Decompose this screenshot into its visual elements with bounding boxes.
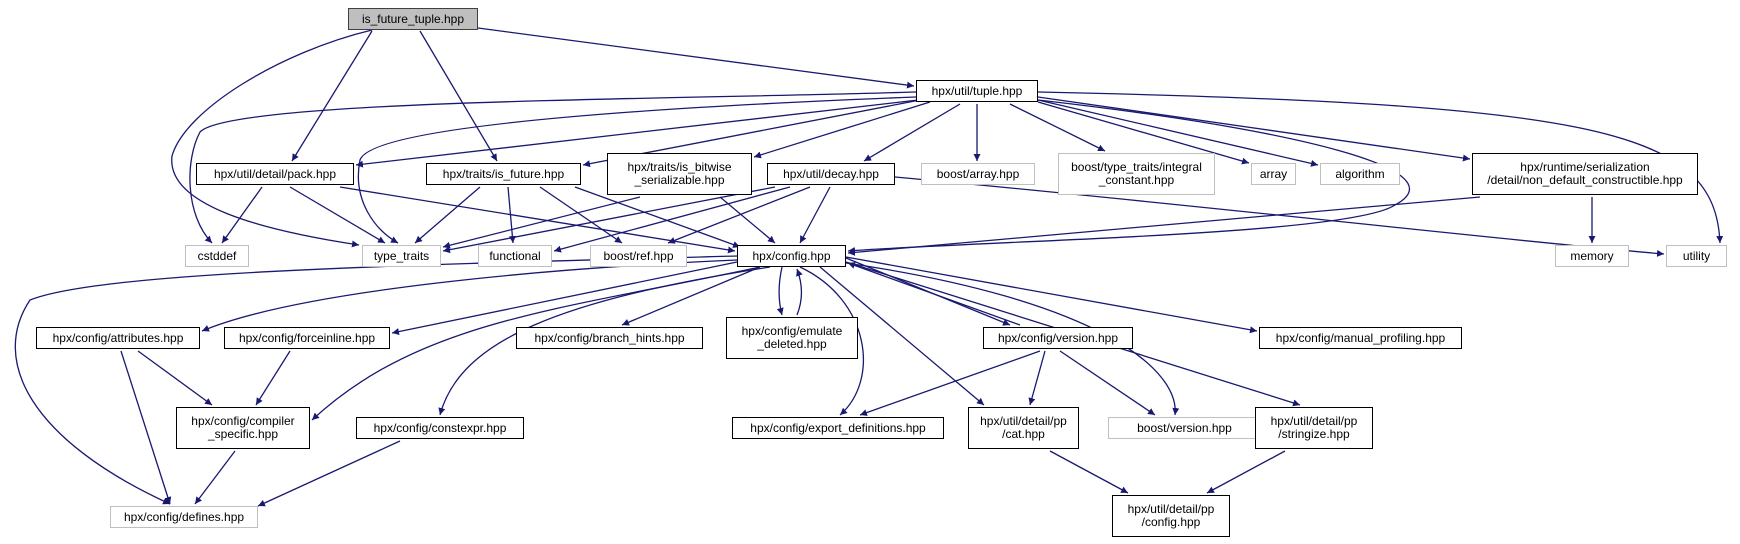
- node-config-forceinline[interactable]: hpx/config/forceinline.hpp: [224, 327, 390, 349]
- edge-is-bitwise-to-config: [719, 196, 776, 244]
- edge-decay-to-config: [799, 186, 831, 244]
- node-hpx-config[interactable]: hpx/config.hpp: [737, 245, 846, 267]
- edge-decay-to-functional: [553, 186, 791, 253]
- edge-config-to-constexpr: [438, 266, 771, 416]
- edge-tuple-to-utility: [1037, 91, 1724, 244]
- node-utility: utility: [1666, 245, 1727, 267]
- edge-tuple-to-cstddef: [189, 91, 917, 244]
- node-config-export-definitions[interactable]: hpx/config/export_definitions.hpp: [732, 417, 944, 439]
- edge-decay-to-boost-ref: [667, 186, 811, 244]
- node-traits-is-bitwise-serializable[interactable]: hpx/traits/is_bitwise _serializable.hpp: [607, 153, 752, 195]
- node-pp-stringize[interactable]: hpx/util/detail/pp /stringize.hpp: [1255, 407, 1373, 449]
- node-pp-cat[interactable]: hpx/util/detail/pp /cat.hpp: [968, 407, 1079, 449]
- edge-version-to-boost-version: [1059, 350, 1156, 416]
- edge-config-to-pp-cat: [819, 266, 985, 406]
- edge-tuple-to-non-default: [1037, 96, 1471, 162]
- node-pp-config[interactable]: hpx/util/detail/pp /config.hpp: [1112, 495, 1230, 537]
- edge-attributes-to-compiler-specific: [137, 350, 213, 406]
- edge-is-future-to-config: [574, 186, 741, 248]
- node-non-default-constructible[interactable]: hpx/runtime/serialization /detail/non_de…: [1472, 153, 1698, 195]
- node-traits-is-future[interactable]: hpx/traits/is_future.hpp: [426, 163, 581, 185]
- edge-pp-cat-to-pp-config: [1049, 450, 1129, 494]
- node-boost-integral-constant: boost/type_traits/integral _constant.hpp: [1058, 153, 1215, 195]
- edge-tuple-to-decay: [863, 103, 961, 162]
- edge-is-future-to-functional: [507, 186, 516, 244]
- node-config-version[interactable]: hpx/config/version.hpp: [983, 327, 1133, 349]
- edge-root-to-tuple: [477, 27, 915, 89]
- edge-root-to-pack: [291, 30, 373, 162]
- edge-decay-to-type-traits: [442, 186, 776, 254]
- edge-tuple-to-array: [1037, 101, 1250, 165]
- node-is-future-tuple[interactable]: is_future_tuple.hpp: [348, 8, 478, 30]
- node-type-traits: type_traits: [362, 245, 441, 267]
- edge-pp-stringize-to-pp-config: [1206, 450, 1286, 494]
- node-array: array: [1251, 163, 1296, 185]
- node-config-compiler-specific[interactable]: hpx/config/compiler _specific.hpp: [176, 407, 310, 449]
- edge-root-to-type-traits: [171, 29, 373, 248]
- node-boost-array: boost/array.hpp: [921, 163, 1035, 185]
- edge-root-to-is-future: [419, 30, 498, 162]
- edge-config-to-manual-profiling: [845, 256, 1258, 334]
- node-boost-version: boost/version.hpp: [1108, 417, 1261, 439]
- node-config-manual-profiling[interactable]: hpx/config/manual_profiling.hpp: [1259, 327, 1462, 349]
- node-util-detail-pack[interactable]: hpx/util/detail/pack.hpp: [196, 163, 354, 185]
- node-algorithm: algorithm: [1320, 163, 1400, 185]
- edge-compiler-specific-to-defines: [194, 450, 236, 505]
- edge-version-to-pp-cat: [1028, 350, 1046, 406]
- edge-constexpr-to-defines: [257, 440, 401, 507]
- edge-config-to-emulate-deleted: [776, 266, 784, 316]
- node-util-tuple[interactable]: hpx/util/tuple.hpp: [916, 80, 1038, 102]
- edge-config-to-forceinline: [391, 261, 738, 336]
- node-config-branch-hints[interactable]: hpx/config/branch_hints.hpp: [516, 327, 703, 349]
- edge-version-to-export-definitions: [859, 350, 1041, 416]
- edge-pack-to-type-traits: [289, 186, 386, 244]
- node-config-defines: hpx/config/defines.hpp: [110, 506, 258, 528]
- edges-layer: [14, 27, 1724, 507]
- edge-config-to-export-definitions: [799, 266, 865, 416]
- node-config-constexpr[interactable]: hpx/config/constexpr.hpp: [356, 417, 524, 439]
- edge-tuple-to-is-bitwise: [753, 101, 931, 159]
- node-boost-ref: boost/ref.hpp: [590, 245, 687, 267]
- edge-emulate-deleted-to-config: [796, 268, 803, 316]
- node-config-attributes[interactable]: hpx/config/attributes.hpp: [36, 327, 200, 349]
- edge-forceinline-to-compiler-specific: [255, 350, 291, 406]
- edge-config-to-branch-hints: [621, 266, 761, 326]
- edge-version-to-config: [847, 262, 1021, 326]
- edge-tuple-to-pack: [355, 99, 919, 168]
- edge-is-bitwise-to-type-traits: [442, 196, 641, 249]
- edge-pack-to-config: [339, 186, 736, 254]
- node-config-emulate-deleted[interactable]: hpx/config/emulate _deleted.hpp: [726, 317, 858, 359]
- edge-pack-to-cstddef: [221, 186, 263, 244]
- edge-attributes-to-defines: [120, 350, 172, 505]
- edge-is-future-to-boost-ref: [539, 186, 623, 244]
- edge-non-default-to-config: [847, 196, 1481, 256]
- node-cstddef: cstddef: [185, 245, 249, 267]
- node-memory: memory: [1555, 245, 1629, 267]
- edge-tuple-to-algorithm: [1037, 99, 1319, 167]
- node-util-decay[interactable]: hpx/util/decay.hpp: [767, 163, 895, 185]
- edge-is-future-to-type-traits: [414, 186, 481, 244]
- edge-tuple-to-type-traits: [357, 96, 917, 244]
- node-functional: functional: [478, 245, 552, 267]
- edge-tuple-to-integral-constant: [1009, 103, 1106, 152]
